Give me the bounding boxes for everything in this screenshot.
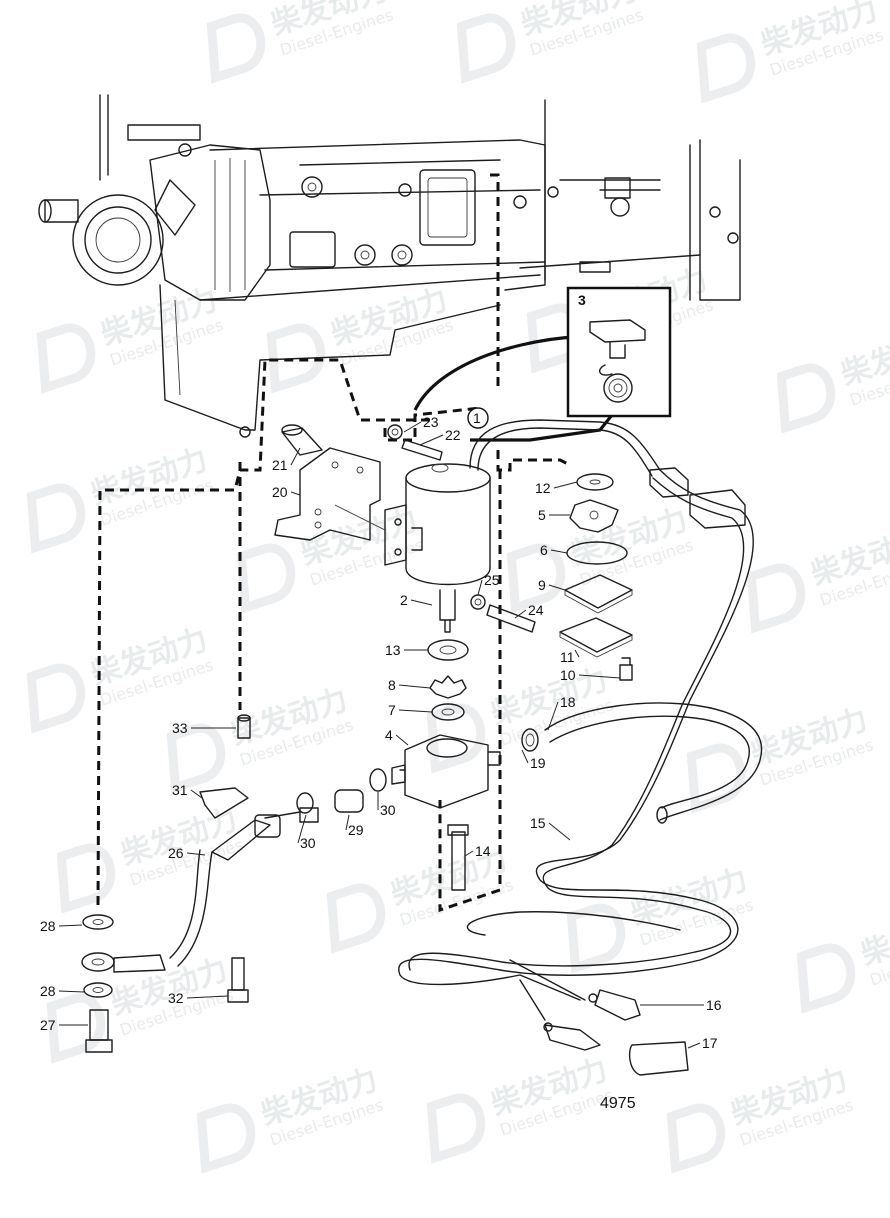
- inset-label: 3: [578, 292, 586, 308]
- hose-18: [521, 702, 763, 824]
- callout-leader-12: [553, 481, 578, 489]
- callout-7: 7: [388, 702, 396, 718]
- mounting-bracket: [274, 424, 386, 541]
- circled-reference-1: 1: [467, 407, 489, 429]
- callout-33: 33: [172, 720, 188, 736]
- callout-leader-31: [190, 789, 203, 799]
- callout-layer: 2456789101112131415161718192021222324252…: [40, 414, 722, 1051]
- callout-28: 28: [40, 918, 56, 934]
- callout-leader-26: [186, 852, 206, 856]
- callout-14: 14: [475, 843, 491, 859]
- callout-leader-6: [550, 549, 568, 554]
- callout-15: 15: [530, 815, 546, 831]
- callout-leader-18: [547, 701, 559, 731]
- callout-12: 12: [535, 480, 551, 496]
- fuel-line-assembly: [81, 714, 387, 1053]
- callout-leader-25: [477, 579, 483, 596]
- callout-leader-17: [687, 1042, 701, 1049]
- callout-8: 8: [388, 677, 396, 693]
- callout-30: 30: [300, 835, 316, 851]
- pump-motor: [384, 419, 661, 633]
- callout-leader-23: [403, 421, 422, 433]
- circled-label: 1: [473, 410, 481, 426]
- callout-5: 5: [538, 507, 546, 523]
- pump-housing: [391, 734, 501, 891]
- callout-23: 23: [423, 414, 439, 430]
- callout-leader-29: [345, 814, 350, 831]
- callout-16: 16: [706, 997, 722, 1013]
- callout-leader-28: [58, 990, 85, 993]
- dashed-connection-lines: [96, 173, 571, 913]
- callout-30: 30: [380, 802, 396, 818]
- wiring-harness: [398, 467, 754, 1076]
- callout-19: 19: [530, 755, 546, 771]
- callout-leader-20: [290, 491, 301, 496]
- callout-leader-2: [410, 599, 433, 606]
- callout-27: 27: [40, 1017, 56, 1033]
- callout-leader-15: [548, 822, 571, 841]
- callout-32: 32: [168, 990, 184, 1006]
- callout-28: 28: [40, 983, 56, 999]
- callout-leader-28: [58, 924, 83, 927]
- inset-detail-3: 3: [566, 286, 672, 418]
- callout-13: 13: [385, 642, 401, 658]
- callout-25: 25: [484, 572, 500, 588]
- callout-leader-32: [186, 995, 229, 999]
- callout-leader-7: [398, 709, 433, 713]
- callout-leader-24: [514, 609, 527, 619]
- callout-leader-9: [548, 584, 566, 591]
- callout-leader-10: [578, 674, 621, 679]
- callout-26: 26: [168, 845, 184, 861]
- callout-22: 22: [445, 427, 461, 443]
- figure-number: 4975: [600, 1095, 636, 1112]
- callout-29: 29: [348, 822, 364, 838]
- callout-leader-8: [398, 684, 431, 689]
- callout-10: 10: [560, 667, 576, 683]
- pump-components-stack: [559, 473, 633, 681]
- callout-20: 20: [272, 484, 288, 500]
- callout-11: 11: [560, 649, 575, 665]
- callout-leader-14: [464, 850, 474, 857]
- callout-6: 6: [540, 542, 548, 558]
- callout-18: 18: [560, 694, 576, 710]
- watermark-text: 柴发动力: [857, 902, 890, 972]
- callout-leader-4: [395, 734, 409, 746]
- engine-block-outline: [38, 94, 741, 438]
- callout-4: 4: [385, 727, 393, 743]
- callout-2: 2: [400, 592, 408, 608]
- callout-21: 21: [272, 457, 288, 473]
- callout-leader-11: [574, 649, 580, 658]
- callout-leader-19: [521, 749, 529, 764]
- callout-31: 31: [172, 782, 188, 798]
- callout-leader-22: [419, 434, 444, 446]
- callout-9: 9: [538, 577, 546, 593]
- callout-17: 17: [702, 1035, 718, 1051]
- callout-leader-30: [297, 814, 307, 844]
- callout-24: 24: [528, 602, 544, 618]
- callout-leader-21: [290, 447, 301, 466]
